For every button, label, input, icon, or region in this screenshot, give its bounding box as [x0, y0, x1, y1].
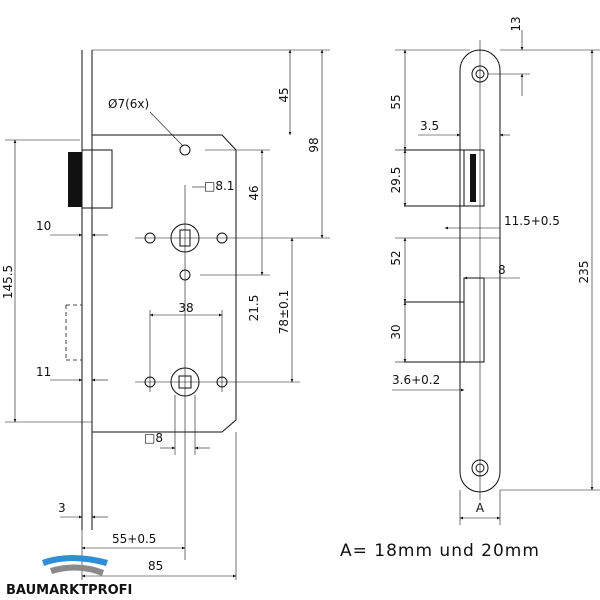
dim-55-plate: 55 — [389, 94, 403, 109]
dim-A: A — [476, 501, 485, 515]
caption-A: A= 18mm und 20mm — [340, 541, 540, 561]
faceplate-view: 13 55 3.5 29.5 11.5+0.5 52 8 30 3.6+0.2 … — [389, 16, 600, 525]
dim-11: 11 — [36, 365, 51, 379]
dim-52: 52 — [389, 250, 403, 265]
dim-13: 13 — [509, 16, 523, 31]
dim-square-8-1: □8.1 — [204, 179, 234, 193]
dim-85: 85 — [148, 559, 163, 573]
deadbolt-opening — [463, 149, 485, 207]
dim-10: 10 — [36, 219, 51, 233]
faceplate-outline — [459, 49, 501, 493]
dim-11-5: 11.5+0.5 — [504, 214, 560, 228]
dim-145-5: 145.5 — [1, 265, 15, 299]
dim-3: 3 — [58, 501, 66, 515]
latch-hidden — [65, 304, 82, 361]
dim-square-8: □8 — [144, 431, 163, 445]
dim-30: 30 — [389, 324, 403, 339]
lock-body-view: Ø7(6x) 45 98 145.5 10 11 46 □8.1 21.5 78… — [1, 49, 330, 580]
logo-swoosh-gray — [50, 564, 104, 576]
dim-78: 78±0.1 — [277, 290, 291, 334]
dim-3-5: 3.5 — [420, 119, 439, 133]
dim-8-plate: 8 — [498, 263, 506, 277]
dim-55: 55+0.5 — [112, 532, 156, 546]
dim-46: 46 — [247, 185, 261, 200]
dim-235: 235 — [577, 261, 591, 284]
dim-38: 38 — [178, 301, 193, 315]
logo: BAUMARKTPROFI — [6, 555, 132, 598]
deadbolt-housing — [81, 149, 113, 209]
dim-21-5: 21.5 — [247, 295, 261, 322]
dim-45: 45 — [277, 87, 291, 102]
dim-3-6: 3.6+0.2 — [392, 373, 440, 387]
logo-swoosh-blue — [42, 555, 108, 566]
logo-text: BAUMARKTPROFI — [6, 583, 132, 598]
lock-case-outline — [92, 134, 237, 433]
latch-opening — [463, 277, 485, 363]
dim-29-5: 29.5 — [389, 167, 403, 194]
hole-note: Ø7(6x) — [108, 97, 149, 111]
mount-hole-top — [179, 144, 191, 156]
dim-98: 98 — [307, 137, 321, 152]
deadbolt — [68, 152, 82, 207]
